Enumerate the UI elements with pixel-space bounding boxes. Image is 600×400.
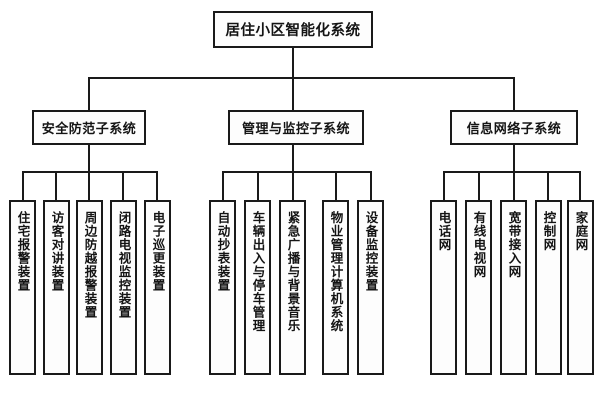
connector-root-stem xyxy=(292,48,294,78)
node-branch-3[interactable]: 信息网络子系统 xyxy=(450,110,578,145)
connector-branch-1-leaf-2 xyxy=(55,171,57,200)
node-leaf-1-4[interactable]: 闭路电视监控装置 xyxy=(110,200,137,375)
connector-branch-2-leaf-3 xyxy=(292,171,294,200)
node-branch-3-label: 信息网络子系统 xyxy=(466,122,562,137)
connector-branch-1-leaf-5 xyxy=(156,171,158,200)
node-branch-1-label: 安全防范子系统 xyxy=(41,122,137,137)
connector-branch-2-leaf-1 xyxy=(222,171,224,200)
node-branch-2[interactable]: 管理与监控子系统 xyxy=(228,110,364,145)
connector-branch-3-leaf-5 xyxy=(579,171,581,200)
node-leaf-1-1-label: 住宅报警装置 xyxy=(15,211,31,292)
node-leaf-1-2-label: 访客对讲装置 xyxy=(49,211,65,292)
connector-branch-3-stem xyxy=(513,145,515,172)
node-leaf-3-2[interactable]: 有线电视网 xyxy=(465,200,492,375)
connector-branch-3-leaf-4 xyxy=(547,171,549,200)
node-leaf-1-3[interactable]: 周边防越报警装置 xyxy=(76,200,103,375)
connector-branch-3-bus xyxy=(443,171,579,173)
node-leaf-3-4-label: 控制网 xyxy=(541,211,557,252)
connector-branch-2-leaf-5 xyxy=(370,171,372,200)
node-leaf-3-5[interactable]: 家庭网 xyxy=(567,200,594,375)
node-leaf-3-3-label: 宽带接入网 xyxy=(506,211,522,279)
node-leaf-2-4[interactable]: 物业管理计算机系统 xyxy=(322,200,349,375)
connector-drop-branch-1 xyxy=(88,77,90,110)
connector-branch-2-leaf-2 xyxy=(257,171,259,200)
node-leaf-3-5-label: 家庭网 xyxy=(573,211,589,252)
node-leaf-2-1[interactable]: 自动抄表装置 xyxy=(209,200,236,375)
connector-branch-1-stem xyxy=(88,145,90,172)
node-leaf-1-4-label: 闭路电视监控装置 xyxy=(116,211,132,319)
connector-drop-branch-2 xyxy=(292,77,294,110)
connector-branch-2-leaf-4 xyxy=(335,171,337,200)
node-leaf-2-2[interactable]: 车辆出入与停车管理 xyxy=(244,200,271,375)
node-leaf-2-1-label: 自动抄表装置 xyxy=(215,211,231,292)
connector-drop-branch-3 xyxy=(513,77,515,110)
node-leaf-2-5-label: 设备监控装置 xyxy=(363,211,379,292)
node-leaf-1-2[interactable]: 访客对讲装置 xyxy=(43,200,70,375)
node-leaf-3-2-label: 有线电视网 xyxy=(471,211,487,279)
node-leaf-1-5[interactable]: 电子巡更装置 xyxy=(144,200,171,375)
node-leaf-2-3[interactable]: 紧急广播与背景音乐 xyxy=(279,200,306,375)
node-branch-2-label: 管理与监控子系统 xyxy=(241,122,350,137)
node-leaf-2-3-label: 紧急广播与背景音乐 xyxy=(285,211,301,333)
node-root[interactable]: 居住小区智能化系统 xyxy=(213,11,373,48)
node-leaf-3-4[interactable]: 控制网 xyxy=(535,200,562,375)
connector-branch-3-leaf-3 xyxy=(513,171,515,200)
connector-branch-1-leaf-4 xyxy=(122,171,124,200)
connector-branch-3-leaf-1 xyxy=(443,171,445,200)
connector-branch-3-leaf-2 xyxy=(478,171,480,200)
node-leaf-2-2-label: 车辆出入与停车管理 xyxy=(250,211,266,333)
node-leaf-1-1[interactable]: 住宅报警装置 xyxy=(9,200,36,375)
node-leaf-1-3-label: 周边防越报警装置 xyxy=(82,211,98,319)
connector-branch-2-stem xyxy=(292,145,294,172)
node-leaf-3-1-label: 电话网 xyxy=(436,211,452,252)
connector-level2-bus xyxy=(88,77,514,79)
node-root-label: 居住小区智能化系统 xyxy=(225,23,361,39)
node-leaf-3-1[interactable]: 电话网 xyxy=(430,200,457,375)
node-branch-1[interactable]: 安全防范子系统 xyxy=(32,110,146,145)
connector-branch-1-leaf-3 xyxy=(88,171,90,200)
node-leaf-2-4-label: 物业管理计算机系统 xyxy=(328,211,344,333)
node-leaf-2-5[interactable]: 设备监控装置 xyxy=(357,200,384,375)
connector-branch-2-bus xyxy=(222,171,370,173)
node-leaf-3-3[interactable]: 宽带接入网 xyxy=(500,200,527,375)
connector-branch-1-leaf-1 xyxy=(22,171,24,200)
node-leaf-1-5-label: 电子巡更装置 xyxy=(150,211,166,292)
